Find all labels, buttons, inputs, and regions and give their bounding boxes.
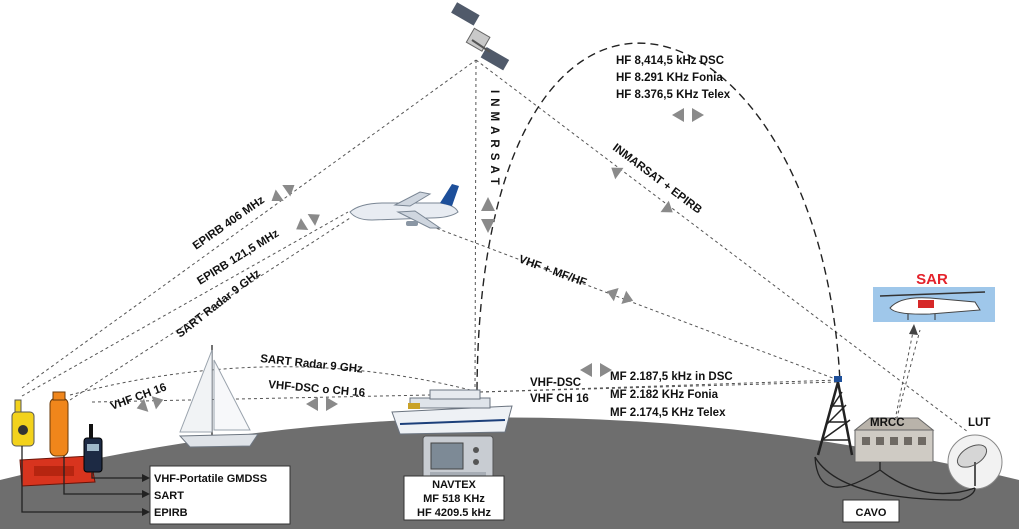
label-mf-fonia: MF 2.182 KHz Fonia	[610, 389, 719, 401]
arrow-vhf-dsc-ch16	[306, 397, 338, 411]
epirb-icon	[11, 399, 35, 447]
arrow-inmarsat-vertical	[481, 197, 495, 233]
arrow-vhf-mf-hf	[606, 288, 634, 304]
navtex-receiver-icon	[422, 435, 494, 483]
liferaft-icon	[19, 455, 96, 487]
legend-epirb: EPIRB	[154, 507, 188, 519]
radio-tower-icon	[816, 376, 854, 456]
label-vhf-dsc: VHF-DSC	[530, 377, 581, 389]
signal-arrows	[136, 108, 704, 412]
lut-dish-icon	[947, 434, 1003, 490]
vhf-handheld-icon	[83, 424, 103, 473]
navtex-mf: MF 518 KHz	[423, 493, 485, 505]
label-inmarsat: INMARSAT	[488, 90, 500, 190]
legend-vhf-portatile: VHF-Portatile GMDSS	[154, 473, 267, 485]
label-lut: LUT	[968, 417, 990, 429]
label-hf-dsc: HF 8,414,5 kHz DSC	[616, 55, 724, 67]
label-vhf-mf-hf: VHF + MF/HF	[517, 254, 588, 290]
label-mf-telex: MF 2.174,5 KHz Telex	[610, 407, 726, 419]
navtex-hf: HF 4209.5 kHz	[417, 507, 491, 519]
navtex-box: NAVTEX MF 518 KHz HF 4209.5 kHz	[403, 475, 505, 521]
label-mrcc: MRCC	[870, 417, 905, 429]
sailboat-icon	[178, 345, 259, 448]
arrow-hf	[672, 108, 704, 122]
label-sart-radar-air: SART Radar 9 GHz	[174, 267, 263, 340]
legend-connectors	[21, 446, 150, 516]
sart-icon	[49, 391, 69, 457]
legend-sart: SART	[154, 490, 184, 502]
cavo-label: CAVO	[856, 507, 887, 519]
arrow-vhf-ch16	[136, 396, 164, 412]
cavo-cable	[814, 456, 976, 501]
airplane-icon	[349, 184, 459, 229]
cavo-box: CAVO	[842, 499, 900, 523]
arrow-epirb406	[271, 184, 295, 202]
mrcc-building-icon	[853, 417, 935, 463]
legend-box: VHF-Portatile GMDSS SART EPIRB	[149, 465, 291, 525]
arrow-epirb121	[296, 213, 320, 231]
helicopter-icon	[873, 287, 995, 322]
label-vhf-dsc-ch16: VHF-DSC o CH 16	[268, 379, 366, 399]
label-mf-dsc: MF 2.187,5 kHz in DSC	[610, 371, 733, 383]
label-hf-telex: HF 8.376,5 KHz Telex	[616, 89, 731, 101]
label-vhf-ch16-right: VHF CH 16	[530, 393, 589, 405]
arrow-mf-vertical	[580, 363, 612, 377]
label-inmarsat-epirb: INMARSAT + EPIRB	[610, 142, 704, 217]
cruise-ship-icon	[391, 389, 513, 435]
label-sar: SAR	[916, 271, 948, 288]
label-sart-radar-ship: SART Radar 9 GHz	[260, 353, 364, 376]
satellite-icon	[451, 2, 510, 71]
mrcc-to-sar-arrow	[894, 324, 918, 421]
hf-arc	[476, 42, 841, 391]
navtex-title: NAVTEX	[432, 479, 476, 491]
label-hf-fonia: HF 8.291 KHz Fonia	[616, 72, 723, 84]
arrow-inmarsat-epirb	[611, 167, 673, 213]
